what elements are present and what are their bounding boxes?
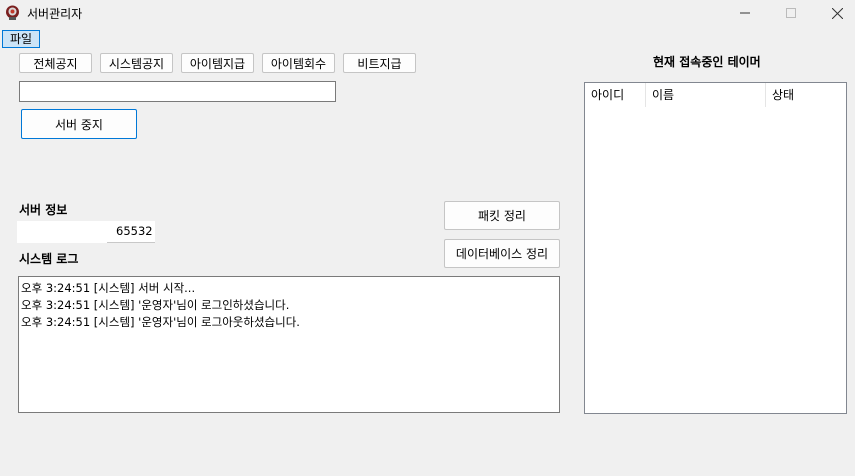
menu-bar xyxy=(0,29,855,49)
system-log-textarea[interactable]: 오후 3:24:51 [시스템] 서버 시작... 오후 3:24:51 [시스… xyxy=(18,276,560,413)
app-icon xyxy=(6,5,19,20)
menu-file[interactable]: 파일 xyxy=(2,30,41,48)
maximize-button[interactable] xyxy=(768,0,814,26)
column-header-name[interactable]: 이름 xyxy=(646,83,766,107)
close-icon xyxy=(831,7,843,19)
log-line: 오후 3:24:51 [시스템] '운영자'님이 로그아웃하셨습니다. xyxy=(21,315,300,329)
minimize-icon xyxy=(740,12,750,14)
maximize-icon xyxy=(786,8,796,18)
title-bar xyxy=(0,0,855,28)
server-info-label: 서버 정보 xyxy=(19,203,68,217)
server-ip-field[interactable] xyxy=(17,221,107,243)
connected-listview[interactable]: 아이디 이름 상태 xyxy=(584,82,847,414)
column-header-status[interactable]: 상태 xyxy=(772,88,795,102)
notice-all-button[interactable]: 전체공지 xyxy=(19,53,92,73)
server-stop-button[interactable]: 서버 중지 xyxy=(21,109,137,139)
column-header-id[interactable]: 아이디 xyxy=(585,83,646,107)
notice-input[interactable] xyxy=(19,81,336,102)
system-log-label: 시스템 로그 xyxy=(19,252,79,266)
item-take-button[interactable]: 아이템회수 xyxy=(262,53,335,73)
window-title: 서버관리자 xyxy=(27,7,83,21)
packet-cleanup-button[interactable]: 패킷 정리 xyxy=(444,201,560,230)
log-line: 오후 3:24:51 [시스템] 서버 시작... xyxy=(21,281,196,295)
close-button[interactable] xyxy=(814,0,855,26)
db-cleanup-button[interactable]: 데이터베이스 정리 xyxy=(444,239,560,268)
connected-title: 현재 접속중인 테이머 xyxy=(653,55,761,69)
log-line: 오후 3:24:51 [시스템] '운영자'님이 로그인하셨습니다. xyxy=(21,298,290,312)
bit-give-button[interactable]: 비트지급 xyxy=(343,53,416,73)
minimize-button[interactable] xyxy=(722,0,768,26)
item-give-button[interactable]: 아이템지급 xyxy=(181,53,254,73)
server-port-field[interactable]: 65532 xyxy=(107,221,155,243)
notice-system-button[interactable]: 시스템공지 xyxy=(100,53,173,73)
